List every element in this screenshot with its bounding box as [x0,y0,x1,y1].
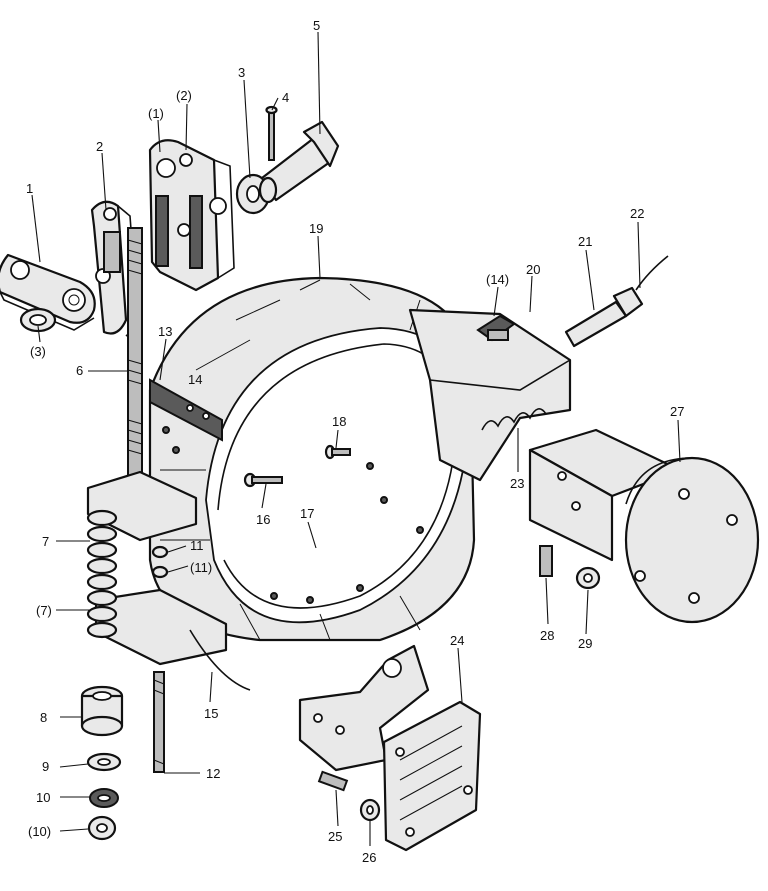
callout-24: 24 [450,633,464,648]
callout-1: 1 [26,181,33,196]
callout-25: 25 [328,829,342,844]
part-20-right-bracket [408,308,572,482]
part-25-pin [317,770,349,792]
callout-14a: 14 [188,372,202,387]
part-28-pin [539,545,553,577]
part-15-spring-wire [189,629,251,691]
callout-1p: (1) [148,106,164,121]
part-11-nut [151,545,169,579]
part-27-actuator-housing [528,428,760,624]
part-8-spring-cup [80,685,124,737]
part-10p-nut [87,815,117,841]
part-13-lining-segment [149,378,223,442]
part-2-vertical-lever [90,200,139,337]
callout-11p: (11) [190,560,212,575]
callout-15: 15 [204,706,218,721]
part-24-arm-and-pad [298,644,482,852]
callout-20: 20 [526,262,540,277]
callout-3: 3 [238,65,245,80]
callout-10: 10 [36,790,50,805]
callout-13: 13 [158,324,172,339]
part-19-brake-drum-ring [148,276,476,642]
part-23-spring [481,408,547,431]
callout-3p: (3) [30,344,46,359]
part-5-bolt [258,120,340,204]
part-3p-washer [19,307,57,333]
callout-16: 16 [256,512,270,527]
callout-7: 7 [42,534,49,549]
callout-5: 5 [313,18,320,33]
part-22-wire [635,255,669,291]
part-18-screw [324,444,351,460]
callout-27: 27 [670,404,684,419]
callout-2: 2 [96,139,103,154]
callout-26: 26 [362,850,376,865]
part-21-long-bolt [564,286,644,348]
callout-10p: (10) [28,824,51,839]
callout-17: 17 [300,506,314,521]
part-7-spring-stack [86,509,118,639]
leader-lines [31,31,681,846]
part-6-threaded-rod [127,227,143,489]
callout-22: 22 [630,206,644,221]
callout-6: 6 [76,363,83,378]
callout-18: 18 [332,414,346,429]
part-4-pin [265,105,278,161]
callout-9: 9 [42,759,49,774]
part-16-screw [243,472,283,488]
callout-21: 21 [578,234,592,249]
callout-labels: 1 2 (3) (1) (2) 3 4 5 6 13 14 19 (14) 20… [26,18,684,865]
left-shoe-bracket [86,470,228,666]
callout-19: 19 [309,221,323,236]
callout-23: 23 [510,476,524,491]
callout-7p: (7) [36,603,52,618]
callout-12: 12 [206,766,220,781]
part-1p-2p-bracket-assembly [148,139,235,292]
callout-2p: (2) [176,88,192,103]
callout-4: 4 [282,90,289,105]
part-29-washer [575,566,601,590]
part-10-nut [89,788,119,808]
callout-11: 11 [190,538,204,553]
part-9-washer [86,752,122,772]
part-12-stud [153,671,165,773]
callout-28: 28 [540,628,554,643]
callout-29: 29 [578,636,592,651]
part-26-washer [359,798,381,822]
callout-14p: (14) [486,272,509,287]
callout-8: 8 [40,710,47,725]
